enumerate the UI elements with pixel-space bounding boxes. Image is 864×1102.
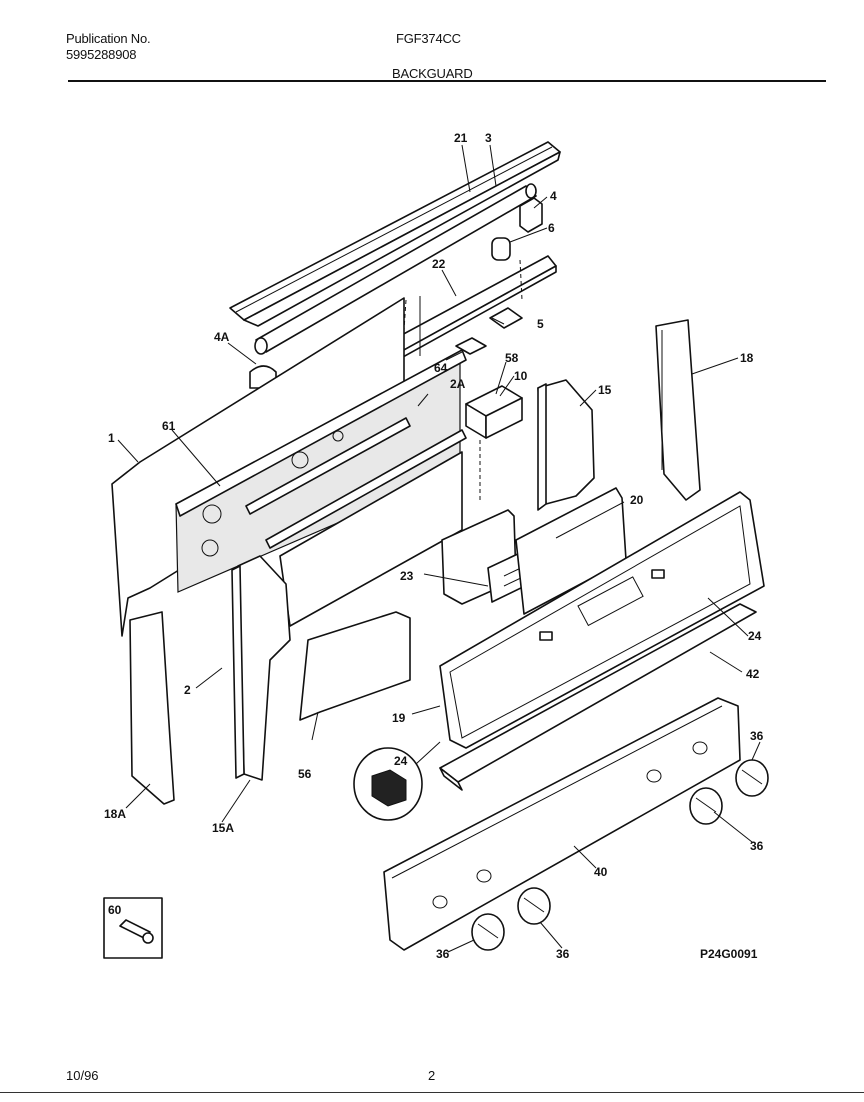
section-title: BACKGUARD — [392, 66, 473, 81]
model-number: FGF374CC — [396, 31, 461, 46]
callout-36-right: 36 — [750, 839, 764, 853]
rear-shield-part — [265, 429, 467, 627]
ballast-part — [465, 385, 523, 439]
left-side-trim-part — [129, 611, 175, 805]
knob-4 — [735, 759, 769, 797]
callout-24-switch: 24 — [748, 629, 762, 643]
publication-number: 5995288908 — [66, 47, 137, 62]
starter-bracket-part — [455, 307, 523, 355]
publication-label: Publication No. — [66, 31, 151, 46]
lamp-tube-part — [254, 183, 537, 355]
knob-2 — [517, 887, 551, 925]
callout-2: 2 — [184, 683, 191, 697]
callout-5: 5 — [537, 317, 544, 331]
header-rule — [68, 80, 826, 82]
callout-10: 10 — [514, 369, 528, 383]
callout-2a: 2A — [450, 377, 466, 391]
callout-56: 56 — [298, 767, 312, 781]
callout-61: 61 — [162, 419, 176, 433]
footer-rule — [0, 1092, 864, 1093]
callout-23: 23 — [400, 569, 414, 583]
callout-6: 6 — [548, 221, 555, 235]
lower-shield-part — [299, 611, 411, 721]
rocker-switch-detail — [353, 747, 423, 821]
callout-24-detail: 24 — [394, 754, 408, 768]
footer-date: 10/96 — [66, 1068, 99, 1083]
backguard-panel-part — [111, 297, 467, 637]
page-number: 2 — [428, 1068, 436, 1083]
top-trim-part — [229, 141, 561, 327]
callout-36-bottom-left: 36 — [436, 947, 450, 961]
callout-36-top-right: 36 — [750, 729, 764, 743]
drawing-code: P24G0091 — [700, 947, 758, 961]
callout-15a: 15A — [212, 821, 234, 835]
callout-20: 20 — [630, 493, 644, 507]
callout-3: 3 — [485, 131, 492, 145]
callout-21: 21 — [454, 131, 468, 145]
callout-36-bottom-center: 36 — [556, 947, 570, 961]
callout-19: 19 — [392, 711, 406, 725]
callout-42: 42 — [746, 667, 760, 681]
knob-1 — [471, 913, 505, 951]
callout-1: 1 — [108, 431, 115, 445]
manifold-panel-part — [383, 697, 741, 951]
leader-lines — [117, 144, 761, 953]
screw-detail-box — [103, 897, 163, 959]
callout-60: 60 — [108, 903, 122, 917]
control-panel-part — [439, 491, 765, 749]
callout-18a: 18A — [104, 807, 126, 821]
callout-64: 64 — [434, 361, 448, 375]
callout-40: 40 — [594, 865, 608, 879]
callout-22: 22 — [432, 257, 446, 271]
knob-3 — [689, 787, 723, 825]
callout-18: 18 — [740, 351, 754, 365]
left-bracket-part — [231, 555, 291, 781]
callout-15: 15 — [598, 383, 612, 397]
callout-4a: 4A — [214, 330, 230, 344]
panel-trim-extrusion-part — [439, 603, 757, 791]
callout-58: 58 — [505, 351, 519, 365]
right-side-trim-part — [655, 319, 701, 501]
callout-4: 4 — [550, 189, 557, 203]
alignment-line — [403, 259, 523, 500]
right-bracket-part — [537, 379, 595, 511]
rear-bracket-part — [515, 487, 627, 615]
